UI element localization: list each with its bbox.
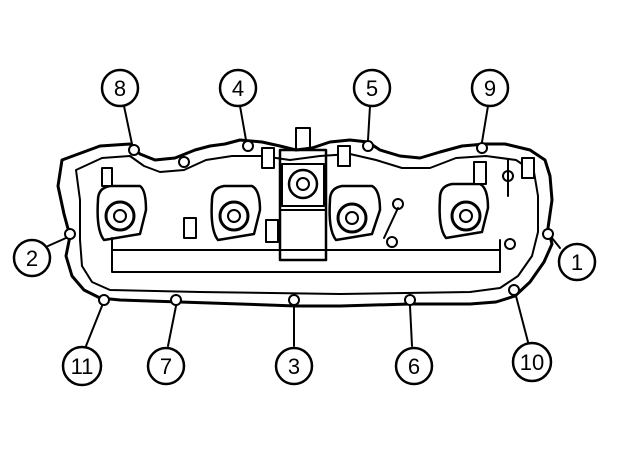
bolt-9 [476, 142, 488, 154]
callout-1: 1 [557, 242, 597, 282]
center-block [278, 127, 328, 262]
callout-4: 4 [218, 68, 258, 108]
bolt-6 [404, 294, 416, 306]
bolt-1 [542, 228, 554, 240]
bolt-8 [128, 144, 140, 156]
bolt-10 [508, 284, 520, 296]
bolt-7 [170, 294, 182, 306]
callout-8: 8 [100, 68, 140, 108]
leader-lines [47, 105, 561, 347]
callout-6: 6 [394, 346, 434, 386]
callout-4-label: 4 [232, 76, 244, 101]
bolt-3 [288, 294, 300, 306]
callout-2: 2 [12, 238, 52, 278]
studs [101, 145, 535, 243]
callout-11: 11 [61, 345, 103, 387]
callout-3-label: 3 [288, 354, 300, 379]
plug-boss-1 [96, 184, 148, 242]
callout-1-label: 1 [571, 250, 583, 275]
callout-7-label: 7 [160, 354, 172, 379]
callout-9-label: 9 [484, 76, 496, 101]
lower-rail [111, 237, 501, 273]
callout-7: 7 [146, 346, 186, 386]
bolt-holes [64, 140, 554, 306]
cover-outline [56, 138, 554, 308]
callout-5-label: 5 [366, 76, 378, 101]
callout-10: 10 [511, 341, 553, 383]
callout-9: 9 [470, 68, 510, 108]
callout-8-label: 8 [114, 76, 126, 101]
bolt-11 [98, 294, 110, 306]
plug-boss-3 [328, 184, 382, 242]
bolt-2 [64, 228, 76, 240]
gasket-inner-line [75, 153, 539, 295]
callout-5: 5 [352, 68, 392, 108]
callout-2-label: 2 [26, 246, 38, 271]
callout-3: 3 [274, 346, 314, 386]
plug-boss-4 [438, 182, 490, 240]
bolt-5 [362, 140, 374, 152]
callout-11-label: 11 [71, 354, 94, 379]
linkage-rod [383, 159, 516, 250]
callout-6-label: 6 [408, 354, 420, 379]
bolt-4 [242, 140, 254, 152]
callout-10-label: 10 [520, 350, 544, 375]
plug-boss-2 [210, 184, 262, 242]
